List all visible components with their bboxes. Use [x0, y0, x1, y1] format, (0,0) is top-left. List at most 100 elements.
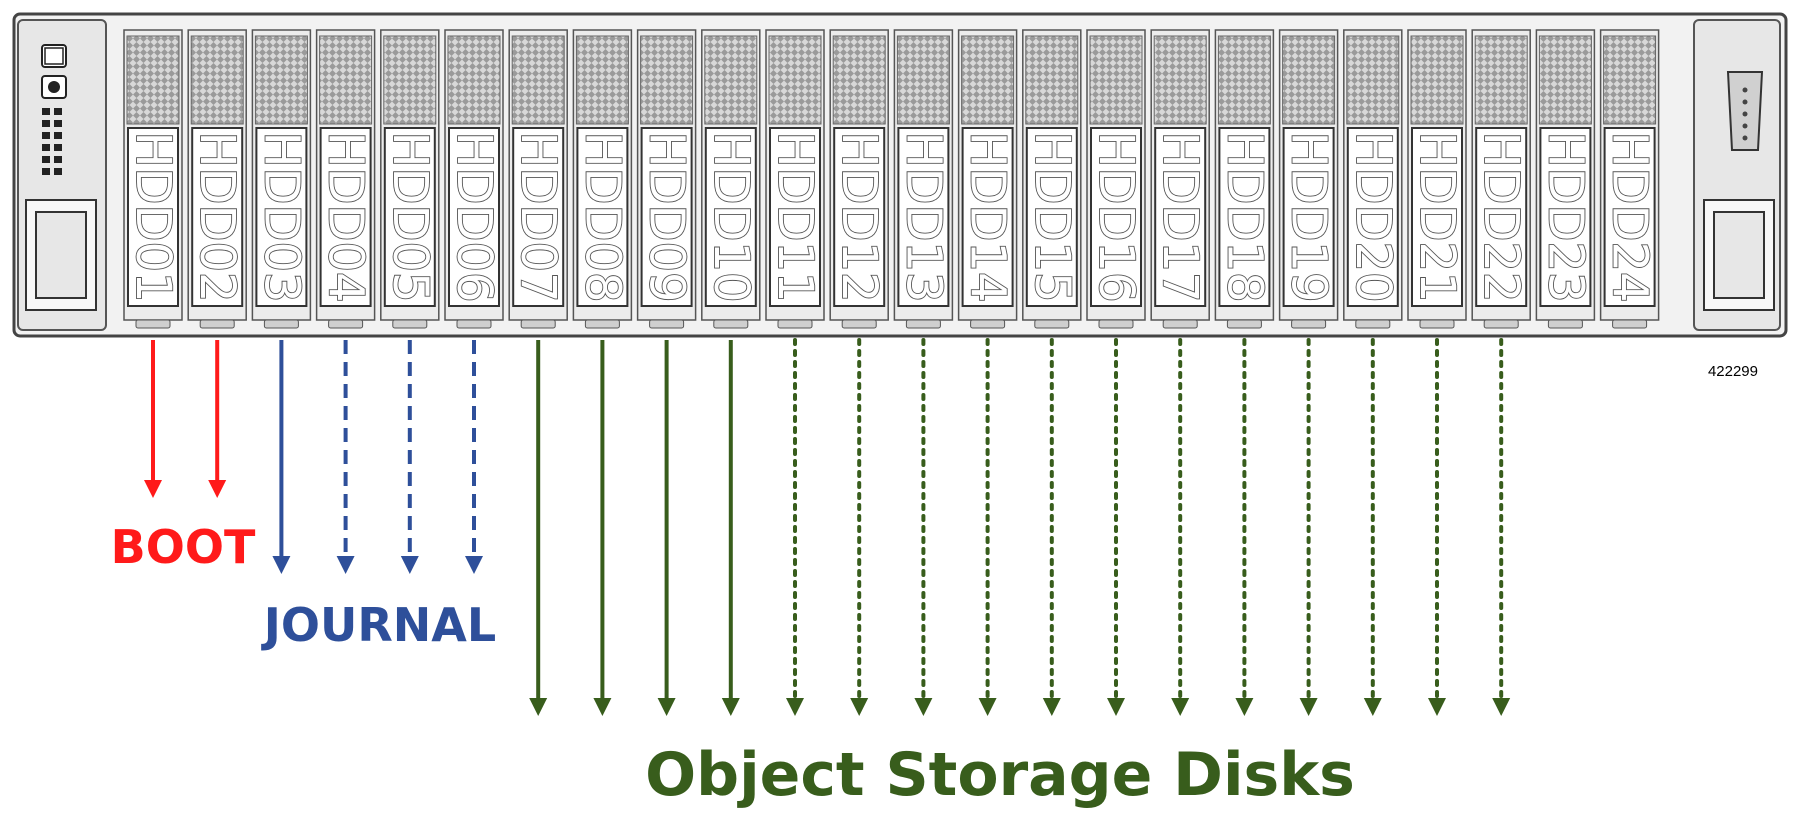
journal-arrow	[465, 340, 483, 574]
right-handle-icon	[1703, 199, 1775, 311]
arrow-head	[786, 698, 804, 716]
drive-vent-grille	[575, 35, 629, 125]
arrow-head	[850, 698, 869, 716]
drive-bay: HDD22	[1471, 29, 1531, 329]
drive-label-card	[769, 127, 821, 307]
status-led-icon	[42, 108, 62, 175]
drive-bay: HDD09	[636, 29, 697, 329]
journal-arrow	[336, 340, 355, 574]
drive-label: HDD12	[831, 131, 887, 302]
drive-bay: HDD06	[444, 29, 504, 329]
left-handle-icon	[25, 199, 97, 311]
drive-vent-grille	[704, 35, 758, 125]
power-button-icon	[41, 44, 67, 68]
arrow-head	[721, 698, 740, 716]
drive-latch	[649, 319, 685, 329]
drive-label-card	[1603, 127, 1656, 307]
drive-label-card	[383, 127, 436, 307]
drive-vent-grille	[1282, 35, 1336, 125]
drive-vent-grille	[1025, 35, 1079, 125]
drive-vent-grille	[1217, 35, 1271, 125]
object-arrow	[850, 338, 869, 716]
drive-label: HDD23	[1537, 131, 1593, 302]
drive-label: HDD05	[382, 131, 438, 302]
arrow-head	[657, 698, 676, 716]
arrow-head	[914, 698, 933, 716]
drive-latch	[584, 319, 620, 329]
drive-label-card	[191, 127, 244, 307]
drive-bay: HDD04	[315, 29, 376, 329]
drive-vent-grille	[1603, 35, 1657, 125]
drive-latch	[328, 319, 364, 329]
drive-latch	[1483, 319, 1519, 329]
drive-latch	[199, 319, 235, 329]
drive-label: HDD14	[960, 131, 1016, 302]
drive-label: HDD20	[1345, 131, 1401, 302]
drive-latch	[520, 319, 556, 329]
boot-arrow	[208, 340, 227, 498]
drive-label-card	[833, 127, 886, 307]
arrow-head	[208, 480, 227, 498]
drive-label: HDD15	[1024, 131, 1080, 302]
drive-label: HDD13	[895, 131, 951, 302]
drive-vent-grille	[383, 35, 437, 125]
arrow-head	[1235, 698, 1254, 716]
drive-label-card	[961, 127, 1014, 307]
drive-bay: HDD03	[251, 29, 312, 329]
drive-label-card	[1475, 127, 1528, 307]
journal-arrow	[272, 340, 291, 574]
drive-latch	[970, 319, 1006, 329]
drive-label: HDD17	[1152, 131, 1208, 302]
object-arrow	[1299, 338, 1318, 716]
drive-bay: HDD20	[1343, 29, 1403, 329]
drive-vent-grille	[1474, 35, 1528, 125]
vga-port-icon	[1726, 71, 1764, 151]
drive-bay: HDD01	[123, 29, 183, 329]
drive-label-card	[255, 127, 308, 307]
boot-label: BOOT	[111, 520, 256, 574]
drive-bay: HDD17	[1150, 29, 1210, 329]
drive-latch	[1291, 319, 1327, 329]
drive-bay: HDD05	[380, 29, 440, 329]
object-arrow	[1107, 338, 1125, 716]
arrow-head	[529, 698, 548, 716]
arrow-head	[1042, 698, 1061, 716]
drive-label: HDD01	[125, 131, 181, 302]
boot-arrow	[144, 340, 162, 498]
drive-label: HDD02	[189, 131, 245, 302]
drive-vent-grille	[319, 35, 373, 125]
drive-latch	[135, 319, 171, 329]
drive-latch	[456, 319, 492, 329]
drive-label: HDD24	[1602, 131, 1658, 302]
drive-label: HDD09	[639, 131, 695, 302]
drive-label-card	[1154, 127, 1207, 307]
drive-vent-grille	[832, 35, 886, 125]
drive-latch	[1355, 319, 1391, 329]
drive-vent-grille	[254, 35, 308, 125]
arrow-head	[272, 556, 291, 574]
journal-label: JOURNAL	[261, 598, 496, 652]
drive-latch	[263, 319, 299, 329]
drive-label: HDD11	[767, 131, 823, 302]
drive-latch	[1612, 319, 1648, 329]
drive-latch	[905, 319, 941, 329]
drive-vent-grille	[1346, 35, 1400, 125]
object-arrow	[529, 340, 548, 716]
drive-label-card	[1218, 127, 1271, 307]
drive-vent-grille	[1089, 35, 1143, 125]
drive-label-card	[448, 127, 500, 307]
drive-vent-grille	[896, 35, 950, 125]
drive-vent-grille	[1410, 35, 1464, 125]
object-arrow	[1492, 338, 1511, 716]
drive-vent-grille	[1538, 35, 1592, 125]
right-rack-ear	[1693, 19, 1781, 331]
drive-label: HDD19	[1281, 131, 1337, 302]
drive-vent-grille	[640, 35, 694, 125]
arrow-head	[144, 480, 162, 498]
object-arrow	[1428, 338, 1446, 716]
object-arrow	[978, 338, 997, 716]
object-arrow	[1042, 338, 1061, 716]
object-storage-label: Object Storage Disks	[645, 740, 1355, 810]
